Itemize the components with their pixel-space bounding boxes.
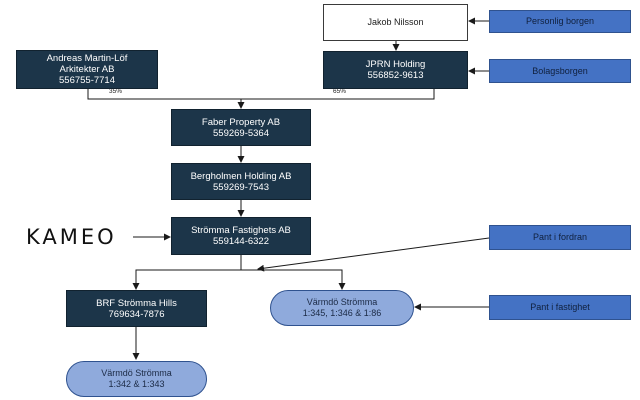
node-jprn-org: 556852-9613 [367, 70, 424, 81]
pill-bottom-name: Värmdö Strömma [101, 368, 172, 378]
node-brf-stromma-hills: BRF Strömma Hills 769634-7876 [66, 290, 207, 327]
ownership-pct-andreas: 35% [107, 88, 125, 95]
pill-bottom-parcels: 1:342 & 1:343 [108, 379, 165, 389]
node-bergholmen-name: Bergholmen Holding AB [190, 170, 292, 182]
label-bolagsborgen-text: Bolagsborgen [532, 65, 588, 76]
ownership-pct-jprn: 65% [331, 88, 349, 95]
node-andreas-name-line2: Arkitekter AB [59, 64, 115, 75]
node-property-varmdo-stromma-bottom: Värmdö Strömma 1:342 & 1:343 [66, 361, 207, 397]
label-pant-i-fastighet-text: Pant i fastighet [530, 302, 590, 312]
node-andreas-martin-lof: Andreas Martin-Löf Arkitekter AB 556755-… [16, 50, 158, 89]
label-pant-i-fordran: Pant i fordran [489, 225, 631, 250]
label-bolagsborgen: Bolagsborgen [489, 59, 631, 83]
node-andreas-name-line1: Andreas Martin-Löf [46, 53, 128, 64]
node-stromma-org: 559144-6322 [213, 236, 269, 247]
node-bergholmen-org: 559269-7543 [213, 181, 269, 193]
label-pant-i-fastighet: Pant i fastighet [489, 295, 631, 320]
node-brf-name: BRF Strömma Hills [96, 297, 177, 309]
edge-owners-to-faber [87, 89, 435, 100]
node-jprn-holding: JPRN Holding 556852-9613 [323, 51, 468, 89]
node-stromma-name: Strömma Fastighets AB [191, 225, 291, 236]
label-pant-i-fordran-text: Pant i fordran [532, 232, 588, 242]
node-bergholmen-holding: Bergholmen Holding AB 559269-7543 [171, 163, 311, 200]
node-jakob-nilsson: Jakob Nilsson [323, 4, 468, 41]
kameo-logo: KAMEO [26, 225, 117, 249]
pill-right-name: Värmdö Strömma [306, 297, 378, 307]
node-property-varmdo-stromma-right: Värmdö Strömma 1:345, 1:346 & 1:86 [270, 290, 414, 326]
edge-split-bar [135, 269, 343, 288]
label-personlig-borgen-text: Personlig borgen [525, 16, 595, 26]
label-personlig-borgen: Personlig borgen [489, 10, 631, 33]
node-andreas-org: 556755-7714 [59, 75, 115, 86]
node-faber-name: Faber Property AB [201, 116, 281, 128]
node-jakob-name: Jakob Nilsson [367, 17, 424, 27]
node-jprn-name: JPRN Holding [365, 59, 426, 70]
node-faber-property: Faber Property AB 559269-5364 [171, 109, 311, 146]
pill-right-parcels: 1:345, 1:346 & 1:86 [302, 308, 382, 318]
node-brf-org: 769634-7876 [108, 308, 165, 320]
node-stromma-fastighets: Strömma Fastighets AB 559144-6322 [171, 217, 311, 255]
edge-pant-fordran [257, 237, 490, 272]
node-faber-org: 559269-5364 [213, 127, 269, 139]
